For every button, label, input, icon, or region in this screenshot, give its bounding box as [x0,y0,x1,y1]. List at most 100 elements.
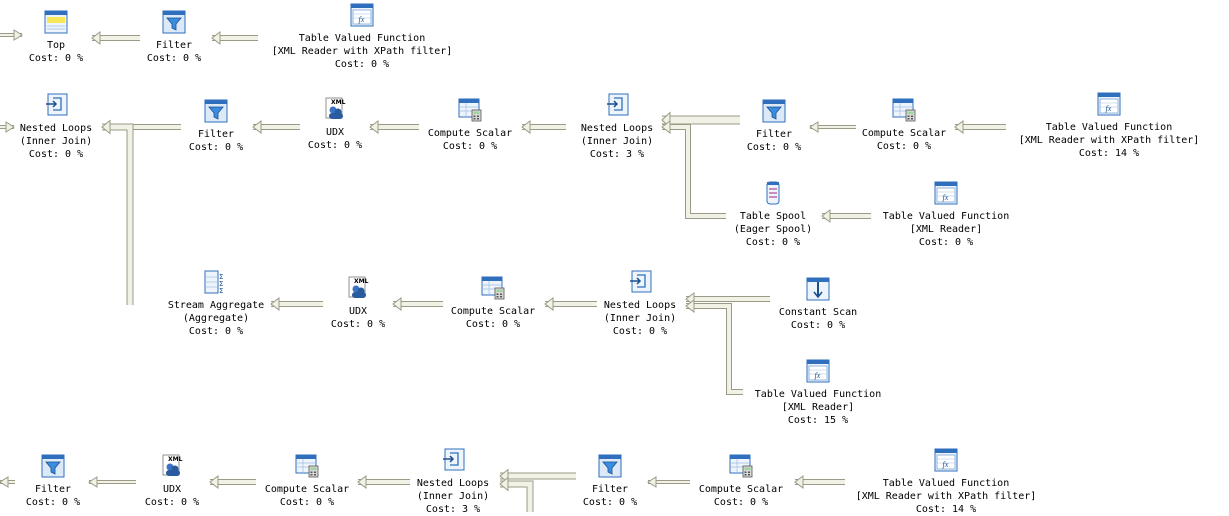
operator-name: (Eager Spool) [733,224,813,235]
operator-cost: Cost: 0 % [746,142,802,153]
flow-arrow-head [91,31,101,45]
operator-name: Compute Scalar [427,128,513,139]
operator-name: Top [46,40,66,51]
operator-cost: Cost: 14 % [915,504,977,515]
operator-name: Table Valued Function [882,478,1010,489]
filter-icon[interactable] [162,10,186,34]
flow-arrow-fill [662,125,726,218]
operator-label: Table Spool(Eager Spool)Cost: 0 % [663,210,883,249]
filter-icon[interactable] [762,99,786,123]
flow-arrow-head [13,29,23,41]
operator-cost: Cost: 0 % [146,53,202,64]
flow-arrow-head [101,119,111,135]
compute-scalar-icon[interactable] [892,98,916,122]
flow-arrow-head [88,476,98,488]
filter-icon[interactable] [204,99,228,123]
compute-scalar-icon[interactable] [458,98,482,122]
operator-name: Filter [591,484,629,495]
operator-label: Table Valued Function[XML Reader with XP… [252,32,472,71]
table-valued-function-icon[interactable] [1097,92,1121,116]
compute-scalar-icon[interactable] [295,454,319,478]
stream-aggregate-icon[interactable] [204,270,224,295]
operator-name: Filter [155,40,193,51]
nested-loops-icon[interactable] [442,448,465,471]
operator-label: Table Valued Function[XML Reader]Cost: 1… [708,388,928,427]
operator-cost: Cost: 14 % [1078,148,1140,159]
operator-name: [XML Reader] [909,224,983,235]
table-valued-function-icon[interactable] [934,181,958,205]
operator-name: (Inner Join) [19,136,93,147]
operator-name: UDX [325,127,345,138]
operator-label: Nested Loops(Inner Join)Cost: 0 % [530,299,750,338]
table-valued-function-icon[interactable] [806,359,830,383]
operator-name: UDX [348,306,368,317]
flow-arrow-fill [500,481,533,512]
operator-name: Table Valued Function [298,33,426,44]
compute-scalar-icon[interactable] [729,454,753,478]
operator-cost: Cost: 0 % [279,497,335,508]
operator-name: Constant Scan [778,307,858,318]
operator-name: Compute Scalar [861,128,947,139]
filter-icon[interactable] [41,454,65,478]
operator-name: [XML Reader with XPath filter] [1018,135,1200,146]
operator-name: Nested Loops [416,478,490,489]
filter-icon[interactable] [598,454,622,478]
operator-cost: Cost: 0 % [188,142,244,153]
operator-name: (Inner Join) [580,136,654,147]
udx-icon[interactable] [348,276,370,299]
flow-arrow-head [661,120,671,134]
flow-arrow-head [499,476,509,492]
flow-arrow-head [794,475,804,489]
udx-icon[interactable] [162,454,184,477]
operator-label: Table Valued Function [XML Reader] Cost: 0… [836,210,1056,249]
operator-label: Nested Loops (Inner Join) Cost: 3 % [343,477,563,516]
operator-cost: Cost: 3 % [589,149,645,160]
nested-loops-icon[interactable] [45,93,68,116]
compute-scalar-icon[interactable] [481,276,505,300]
operator-cost: Cost: 0 % [612,326,668,337]
operator-name: Filter [755,129,793,140]
udx-icon[interactable] [325,97,347,120]
nested-loops-icon[interactable] [606,93,629,116]
table-spool-icon[interactable] [766,181,780,205]
flow-arrow-head [369,120,379,134]
top-icon[interactable] [44,10,68,34]
operator-label: Nested Loops(Inner Join)Cost: 3 % [507,122,727,161]
operator-name: Nested Loops [19,123,93,134]
flow-arrow-head [685,299,695,313]
flow-arrow-head [521,120,531,134]
operator-name: Table Valued Function [1045,122,1173,133]
operator-label: Nested Loops(Inner Join)Cost: 0 % [0,122,166,161]
operator-name: Nested Loops [603,300,677,311]
operator-name: (Inner Join) [416,491,490,502]
table-valued-function-icon[interactable] [350,3,374,27]
flow-arrow-head [211,31,221,45]
operator-cost: Cost: 0 % [745,237,801,248]
flow-arrow-head [821,209,831,223]
table-valued-function-icon[interactable] [934,448,958,472]
operator-cost: Cost: 0 % [330,319,386,330]
operator-name: Table Valued Function [882,211,1010,222]
operator-label: Stream Aggregate(Aggregate)Cost: 0 % [106,299,326,338]
operator-name: Stream Aggregate [167,300,265,311]
flow-arrow-head [647,476,657,488]
nested-loops-icon[interactable] [629,270,652,293]
operator-cost: Cost: 3 % [425,504,481,515]
flow-arrow-head [5,121,15,133]
operator-name: [XML Reader with XPath filter] [855,491,1037,502]
operator-cost: Cost: 0 % [790,320,846,331]
operator-cost: Cost: 0 % [918,237,974,248]
operator-cost: Cost: 0 % [25,497,81,508]
operator-name: Filter [197,129,235,140]
operator-cost: Cost: 0 % [188,326,244,337]
operator-name: Filter [34,484,72,495]
constant-scan-icon[interactable] [806,277,830,301]
